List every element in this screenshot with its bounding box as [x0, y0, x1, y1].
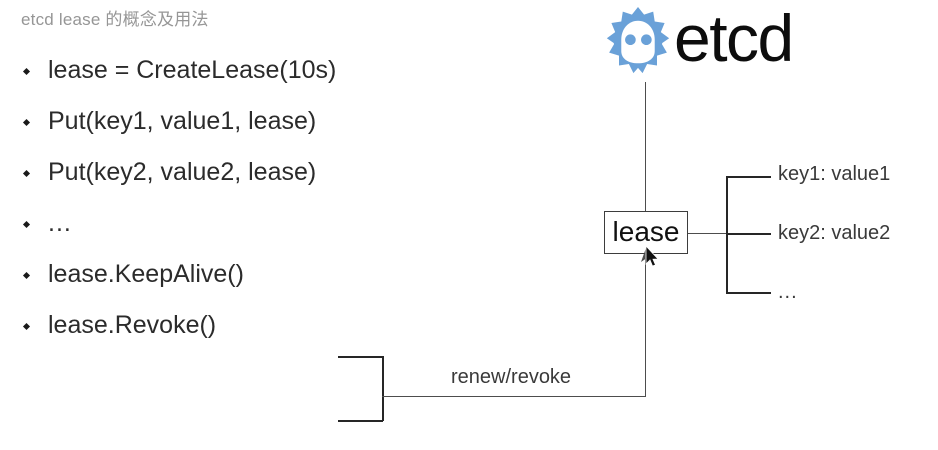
list-item: ... — [22, 209, 422, 260]
list-item-label: ... — [48, 209, 72, 237]
kv-item: key1: value1 — [778, 163, 891, 185]
list-item: lease.KeepAlive() — [22, 260, 422, 311]
kv-bracket-spine — [726, 176, 728, 294]
lease-node[interactable]: lease — [604, 211, 688, 254]
bullet-diamond-icon — [22, 118, 48, 127]
etcd-wordmark: etcd — [674, 1, 794, 75]
etcd-gear-icon — [606, 7, 670, 74]
list-item: Put(key2, value2, lease) — [22, 158, 422, 209]
list-item-label: Put(key2, value2, lease) — [48, 158, 317, 186]
list-item: lease.Revoke() — [22, 311, 422, 362]
renew-bracket-arm-bottom — [338, 420, 383, 422]
list-item: Put(key1, value1, lease) — [22, 107, 422, 158]
kv-item: ... — [778, 281, 798, 303]
bullet-diamond-icon — [22, 271, 48, 280]
bullet-diamond-icon — [22, 322, 48, 331]
mouse-cursor-icon — [645, 246, 659, 267]
connector-lease-to-bracket — [688, 233, 726, 234]
page-title: etcd lease 的概念及用法 — [21, 10, 209, 29]
renew-revoke-path-vertical — [645, 256, 646, 397]
list-item-label: lease.Revoke() — [48, 311, 217, 339]
edge-label-renew-revoke: renew/revoke — [451, 366, 572, 388]
bullet-diamond-icon — [22, 67, 48, 76]
connector-logo-to-lease — [645, 82, 646, 211]
kv-bracket-arm-middle — [726, 233, 771, 235]
etcd-logo: etcd — [600, 3, 850, 81]
list-item-label: lease = CreateLease(10s) — [48, 56, 337, 84]
kv-bracket-arm-bottom — [726, 292, 771, 294]
renew-revoke-path-horizontal — [382, 396, 646, 397]
renew-bracket-spine — [382, 356, 384, 421]
kv-item: key2: value2 — [778, 222, 891, 244]
renew-bracket-arm-top — [338, 356, 383, 358]
list-item-label: lease.KeepAlive() — [48, 260, 244, 288]
bullet-list: lease = CreateLease(10s) Put(key1, value… — [22, 56, 422, 362]
kv-bracket-arm-top — [726, 176, 771, 178]
lease-node-label: lease — [612, 215, 680, 247]
list-item: lease = CreateLease(10s) — [22, 56, 422, 107]
bullet-diamond-icon — [22, 220, 48, 229]
bullet-diamond-icon — [22, 169, 48, 178]
list-item-label: Put(key1, value1, lease) — [48, 107, 317, 135]
